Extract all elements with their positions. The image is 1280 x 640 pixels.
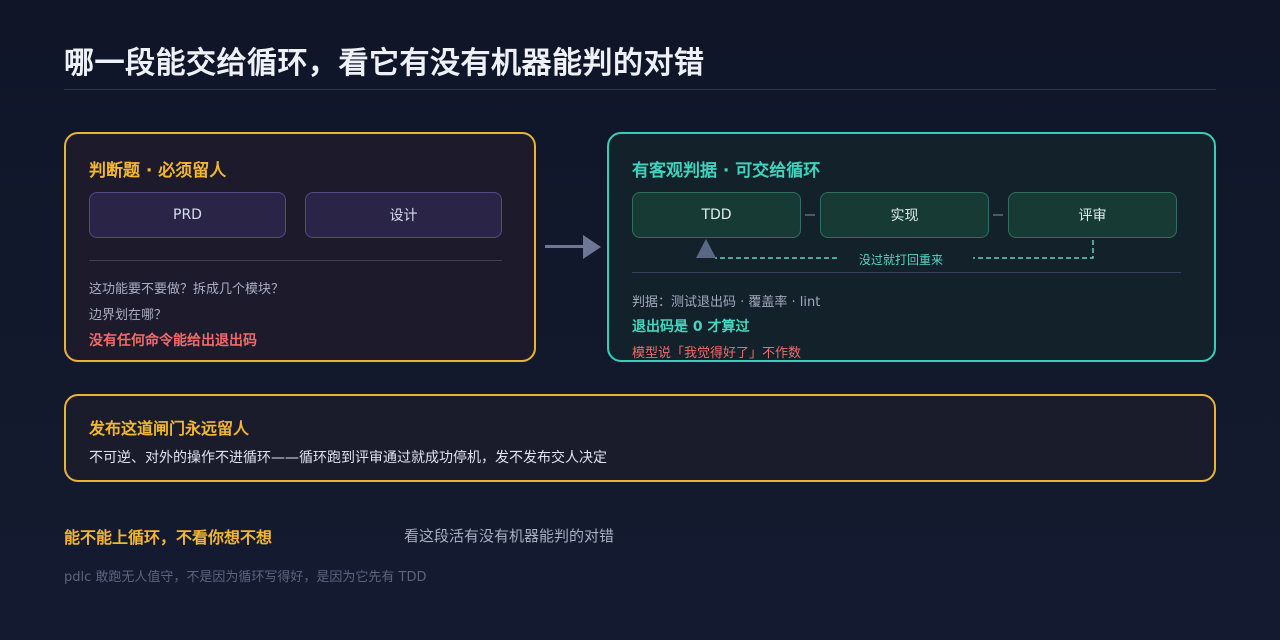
card-divider	[89, 260, 502, 261]
loop-path-right	[973, 240, 1094, 259]
note-line-1: 这功能要不要做？拆成几个模块？	[89, 282, 285, 297]
no-exit-code-warning: 没有任何命令能给出退出码	[89, 333, 257, 349]
model-opinion-warning: 模型说「我觉得好了」不作数	[632, 346, 802, 361]
connector-line	[993, 214, 1003, 216]
release-gate-title: 发布这道闸门永远留人	[89, 419, 250, 438]
chip-review: 评审	[1008, 192, 1177, 238]
chip-implement: 实现	[820, 192, 989, 238]
release-gate-card: 发布这道闸门永远留人 不可逆、对外的操作不进循环——循环跑到评审通过就成功停机，…	[64, 394, 1216, 482]
arrow-right-head-icon	[583, 235, 601, 259]
judgment-card: 判断题 · 必须留人 PRD 设计 这功能要不要做？拆成几个模块？ 边界划在哪？…	[64, 132, 536, 362]
arrow-right-icon	[545, 245, 585, 248]
criteria-text: 判据：测试退出码 · 覆盖率 · lint	[632, 295, 821, 310]
objective-card-title: 有客观判据 · 可交给循环	[632, 161, 821, 181]
feedback-loop-arrow	[696, 239, 1094, 259]
chip-design: 设计	[305, 192, 502, 238]
chip-prd: PRD	[89, 192, 286, 238]
judgment-card-title: 判断题 · 必须留人	[89, 161, 227, 181]
arrow-up-icon	[696, 239, 716, 258]
footer-headline: 能不能上循环，不看你想不想	[64, 528, 273, 547]
title-divider	[64, 89, 1216, 90]
exit-code-rule: 退出码是 0 才算过	[632, 319, 750, 335]
note-line-2: 边界划在哪？	[89, 308, 168, 323]
release-gate-desc: 不可逆、对外的操作不进循环——循环跑到评审通过就成功停机，发不发布交人决定	[89, 450, 607, 466]
loop-label: 没过就打回重来	[859, 253, 944, 267]
page-title: 哪一段能交给循环，看它有没有机器能判的对错	[64, 46, 705, 81]
chip-tdd: TDD	[632, 192, 801, 238]
footer-subline: 看这段活有没有机器能判的对错	[404, 527, 615, 545]
objective-card: 有客观判据 · 可交给循环 TDD 实现 评审 没过就打回重来 判据：测试退出码…	[607, 132, 1216, 362]
connector-line	[805, 214, 815, 216]
footer-note: pdlc 敢跑无人值守，不是因为循环写得好，是因为它先有 TDD	[64, 570, 427, 585]
card-divider	[632, 272, 1181, 273]
